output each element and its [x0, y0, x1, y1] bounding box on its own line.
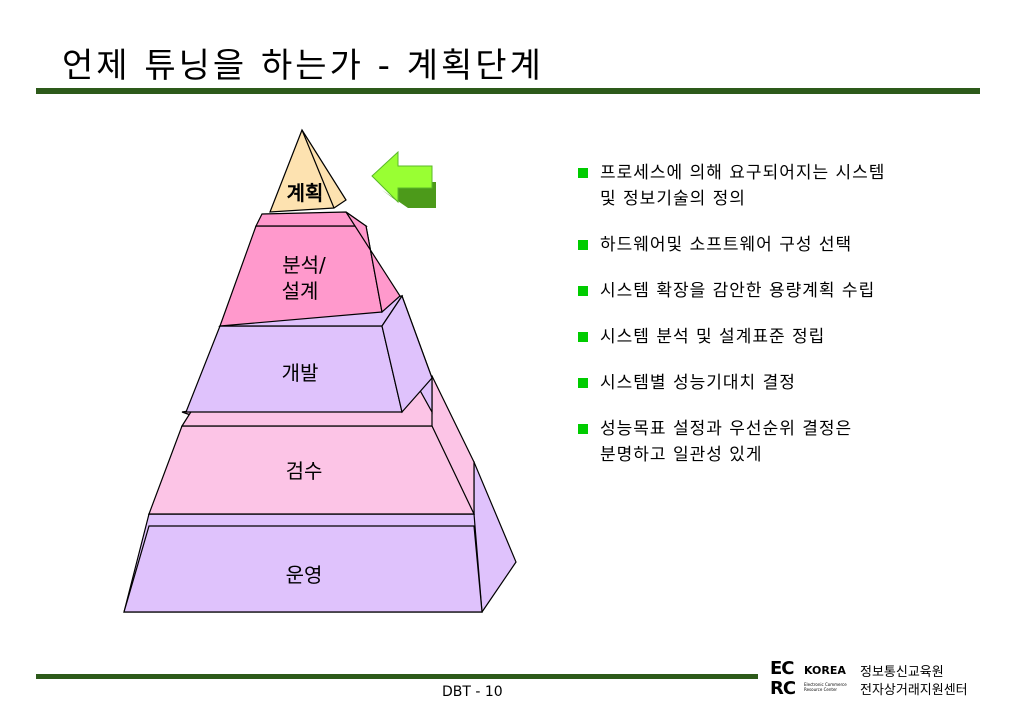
bullet-square-icon [578, 378, 588, 388]
page-number: DBT - 10 [442, 684, 503, 700]
bullet-text: 시스템 분석 및 설계표준 정립 [600, 327, 826, 347]
organization-name: 정보통신교육원 전자상거래지원센터 [860, 664, 968, 700]
logo-ec: EC [770, 658, 794, 679]
pyramid-level-planning: 계획 [269, 128, 347, 213]
bullet-text: 성능목표 설정과 우선순위 결정은 분명하고 일관성 있게 [600, 419, 853, 465]
bullet-item: 시스템별 성능기대치 결정 [572, 370, 992, 396]
bullet-item: 하드웨어및 소프트웨어 구성 선택 [572, 232, 992, 258]
pyramid-level-analysis-design: 분석/ 설계 [219, 211, 401, 327]
pyramid-label-planning: 계획 [287, 181, 324, 205]
bullet-square-icon [578, 424, 588, 434]
bullet-text: 시스템별 성능기대치 결정 [600, 373, 796, 393]
bullet-square-icon [578, 286, 588, 296]
bullet-item: 시스템 분석 및 설계표준 정립 [572, 324, 992, 350]
bullet-item: 성능목표 설정과 우선순위 결정은 분명하고 일관성 있게 [572, 416, 992, 468]
org-line-1: 정보통신교육원 [860, 665, 944, 680]
pyramid-label-analysis: 분석/ [282, 253, 326, 277]
bullet-square-icon [578, 240, 588, 250]
title-divider [36, 88, 980, 94]
ecrc-logo: EC RC KOREA Electronic Commerce Resource… [770, 660, 854, 704]
bullet-list: 프로세스에 의해 요구되어지는 시스템 및 정보기술의 정의 하드웨어및 소프트… [572, 160, 992, 488]
slide-title: 언제 튜닝을 하는가 - 계획단계 [62, 46, 544, 86]
footer-divider [36, 674, 758, 679]
logo-korea: KOREA [804, 664, 846, 677]
bullet-square-icon [578, 332, 588, 342]
pyramid-label-operation: 운영 [286, 563, 323, 587]
bullet-text: 시스템 확장을 감안한 용량계획 수립 [600, 281, 876, 301]
pyramid-label-development: 개발 [282, 361, 319, 385]
bullet-item: 시스템 확장을 감안한 용량계획 수립 [572, 278, 992, 304]
bullet-item: 프로세스에 의해 요구되어지는 시스템 및 정보기술의 정의 [572, 160, 992, 212]
pyramid-label-design: 설계 [282, 279, 319, 303]
bullet-text: 프로세스에 의해 요구되어지는 시스템 및 정보기술의 정의 [600, 163, 886, 209]
pyramid-label-acceptance: 검수 [286, 459, 323, 483]
logo-subtitle: Electronic Commerce Resource Center [804, 682, 847, 692]
bullet-square-icon [578, 168, 588, 178]
bullet-text: 하드웨어및 소프트웨어 구성 선택 [600, 235, 853, 255]
org-line-2: 전자상거래지원센터 [860, 683, 968, 698]
logo-rc: RC [770, 678, 796, 699]
highlight-arrow-icon [371, 150, 436, 208]
